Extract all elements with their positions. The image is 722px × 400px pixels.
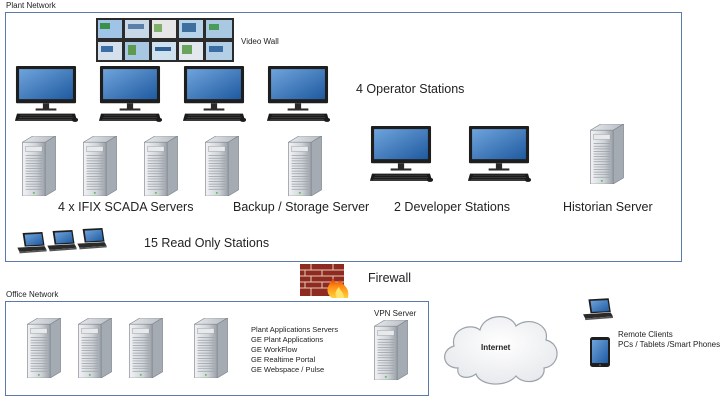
app-list-item: Plant Applications Servers xyxy=(251,325,339,334)
historian-server-label: Historian Server xyxy=(563,200,653,214)
firewall-icon xyxy=(300,264,349,298)
operator-station-icon xyxy=(266,66,330,123)
app-list-item: GE WorkFlow xyxy=(251,345,298,354)
laptop-icon xyxy=(77,228,107,250)
scada-server-icon xyxy=(144,136,178,196)
operator-station-icon xyxy=(98,66,162,123)
remote-clients-title: Remote Clients xyxy=(618,330,673,339)
vpn-server-icon xyxy=(374,320,408,380)
laptop-icon xyxy=(47,230,77,252)
firewall-label: Firewall xyxy=(368,271,412,285)
application-server-icon xyxy=(27,318,61,378)
application-server-icon xyxy=(129,318,163,378)
vpn-server-label: VPN Server xyxy=(374,309,417,318)
operator-stations-label: 4 Operator Stations xyxy=(356,82,465,96)
remote-laptop-icon xyxy=(583,298,613,321)
scada-server-icon xyxy=(83,136,117,196)
internet-cloud-icon xyxy=(444,316,558,385)
video-wall-label: Video Wall xyxy=(241,37,279,46)
developer-station-icon xyxy=(467,126,531,183)
developer-stations-label: 2 Developer Stations xyxy=(394,200,511,214)
app-list-item: GE Webspace / Pulse xyxy=(251,365,325,374)
internet-label: Internet xyxy=(481,343,511,352)
scada-server-icon xyxy=(205,136,239,196)
historian-server-icon xyxy=(590,124,624,184)
app-list-item: GE Plant Applications xyxy=(251,335,324,344)
video-wall-icon xyxy=(96,18,234,62)
tablet-icon xyxy=(590,337,610,367)
backup-server-icon xyxy=(288,136,322,196)
scada-servers-label: 4 x IFIX SCADA Servers xyxy=(58,200,194,214)
backup-server-label: Backup / Storage Server xyxy=(233,200,370,214)
laptop-icon xyxy=(17,232,47,254)
operator-station-icon xyxy=(14,66,78,123)
plant-network-title: Plant Network xyxy=(6,1,56,10)
plant-applications-list: Plant Applications Servers GE Plant Appl… xyxy=(251,325,338,375)
remote-clients-subtitle: PCs / Tablets /Smart Phones xyxy=(618,340,721,349)
developer-station-icon xyxy=(369,126,433,183)
office-network-title: Office Network xyxy=(6,290,59,299)
readonly-stations-label: 15 Read Only Stations xyxy=(144,236,270,250)
application-server-icon xyxy=(194,318,228,378)
application-server-icon xyxy=(78,318,112,378)
app-list-item: GE Realtime Portal xyxy=(251,355,316,364)
operator-station-icon xyxy=(182,66,246,123)
scada-server-icon xyxy=(22,136,56,196)
